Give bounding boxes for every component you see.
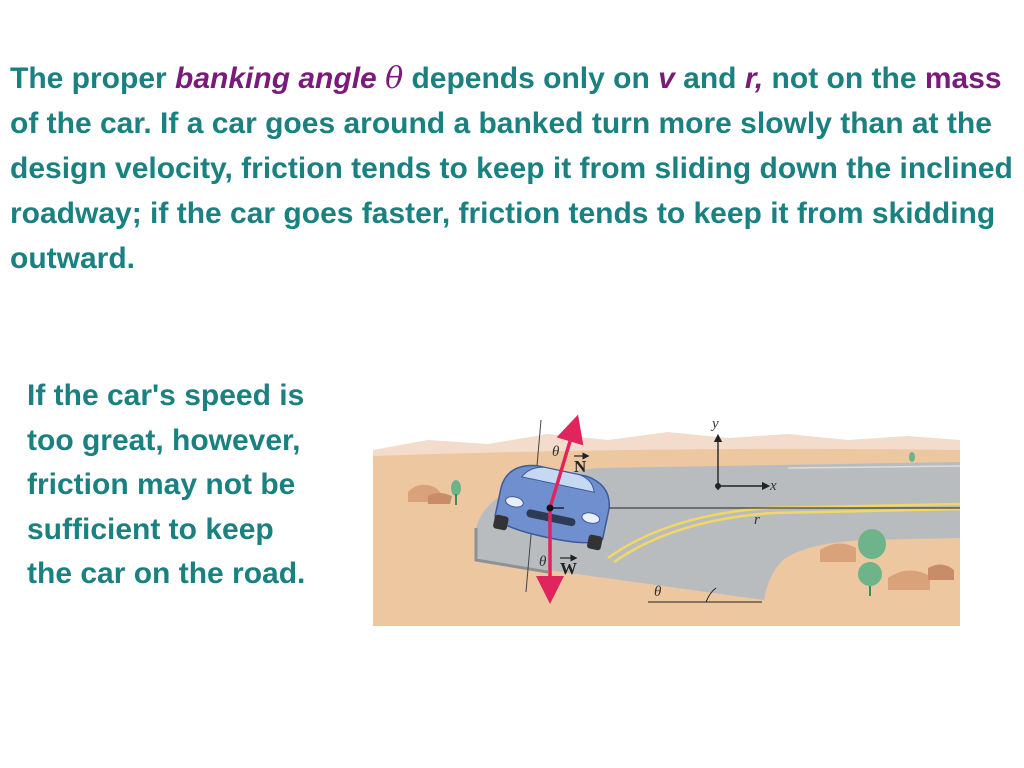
cactus [858, 562, 882, 586]
term-theta: θ [385, 61, 404, 96]
bank-angle-arc [705, 587, 717, 603]
term-banking-angle: banking angle [175, 62, 377, 95]
text-segment: not on the [763, 62, 925, 95]
road-center-line [607, 502, 961, 560]
term-mass: mass [924, 62, 1002, 95]
rock [928, 564, 954, 580]
side-paragraph: If the car's speed is too great, however… [27, 379, 306, 590]
bank-angle-label: θ [654, 584, 662, 600]
rock [428, 493, 452, 504]
road-center-line [613, 507, 961, 564]
text-segment: depends only on [403, 62, 659, 95]
radius-label: r [754, 512, 760, 528]
road-edge [474, 528, 549, 574]
text-segment: and [674, 62, 745, 95]
theta-top-label: θ [552, 444, 560, 460]
banked-curve-figure: y x r θ θ θ N W [373, 414, 961, 626]
rock [820, 543, 856, 562]
text-segment: The proper [10, 62, 176, 95]
weight-label: W [560, 559, 577, 578]
road-lane-line [787, 465, 961, 469]
x-axis-label: x [769, 478, 777, 494]
car-tire [493, 514, 509, 531]
cactus [909, 452, 915, 462]
cactus [858, 529, 886, 559]
top-paragraph: The proper banking angle θ depends only … [10, 56, 1014, 281]
term-v: v [658, 62, 675, 95]
car-center-point [546, 504, 554, 512]
normal-force-label: N [574, 457, 587, 476]
term-r: r, [744, 62, 764, 95]
cactus [451, 480, 461, 496]
car-headlight [505, 496, 524, 508]
rock [888, 570, 930, 590]
car-headlight [581, 512, 601, 524]
axis-origin [715, 483, 721, 489]
car-tire [587, 534, 603, 551]
normal-force-arrow [548, 414, 584, 509]
y-axis-label: y [710, 416, 719, 432]
theta-bottom-label: θ [539, 554, 547, 570]
text-segment: of the car. If a car goes around a banke… [10, 107, 1013, 275]
